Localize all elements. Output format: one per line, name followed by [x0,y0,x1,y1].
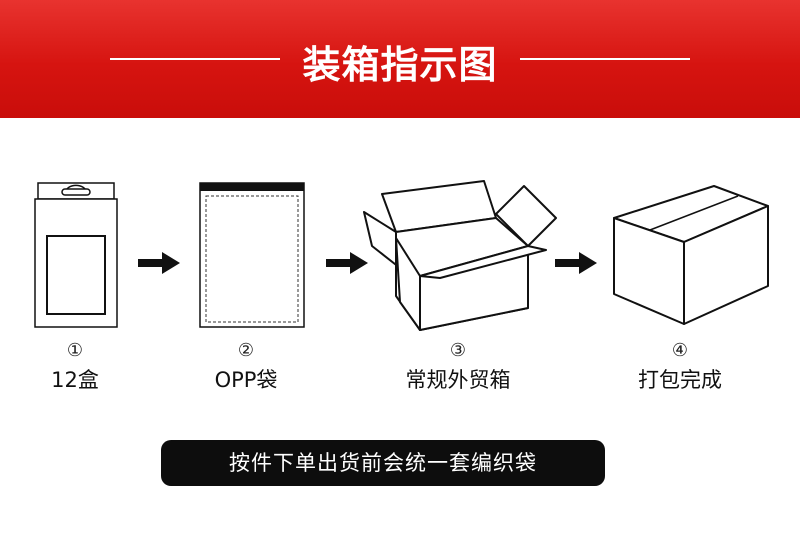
arrow-right-icon [138,252,180,274]
title-banner: 装箱指示图 [0,0,800,118]
arrow-right-icon [326,252,368,274]
open-carton-figure [363,180,557,331]
box-figure [34,182,118,328]
step-number-1: ① [66,340,84,361]
step-label-2: OPP袋 [214,368,278,392]
step-label-4: 打包完成 [638,368,722,392]
banner-rule-right [520,58,690,60]
step-number-3: ③ [449,340,467,361]
opp-bag-figure [199,182,305,328]
banner-rule-left [110,58,280,60]
step-number-4: ④ [671,340,689,361]
page-title: 装箱指示图 [302,43,498,87]
sealed-carton-figure [613,185,769,325]
step-label-3: 常规外贸箱 [405,368,511,392]
step-label-1: 12盒 [51,368,99,392]
step-number-2: ② [237,340,255,361]
arrow-right-icon [555,252,597,274]
packing-note-banner: 按件下单出货前会统一套编织袋 [161,440,605,486]
